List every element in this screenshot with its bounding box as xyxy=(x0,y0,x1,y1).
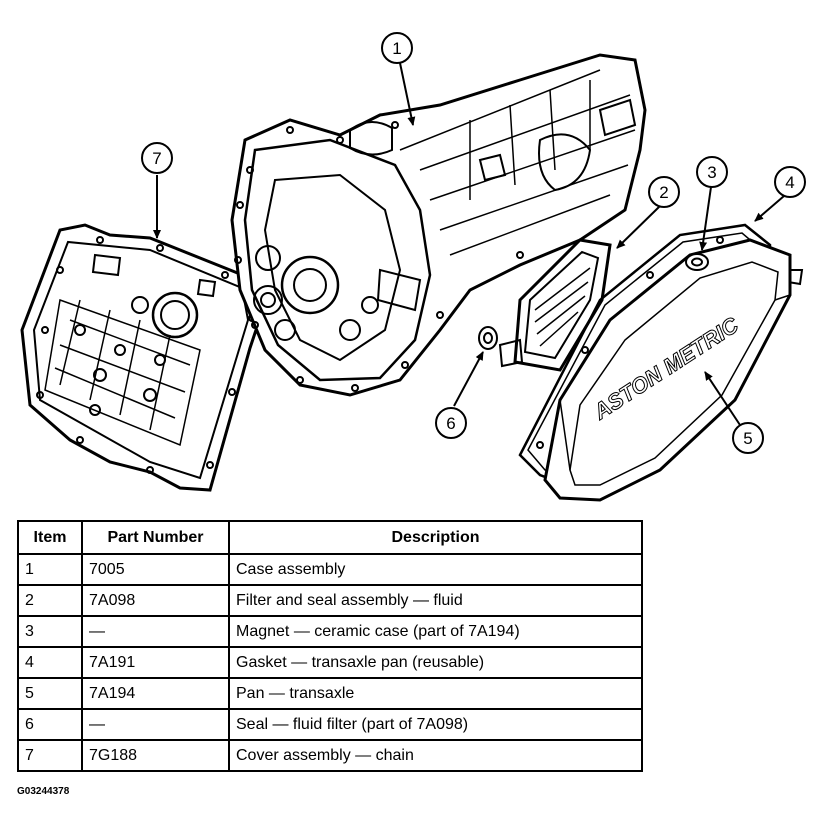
transaxle-pan xyxy=(543,238,792,502)
cell-item: 5 xyxy=(17,677,83,710)
cell-description: Filter and seal assembly — fluid xyxy=(228,584,643,617)
parts-table: Item Part Number Description 1 7005 Case… xyxy=(17,520,643,772)
callout-7: 7 xyxy=(141,142,173,174)
callout-1: 1 xyxy=(381,32,413,64)
cell-item: 3 xyxy=(17,615,83,648)
callout-6-label: 6 xyxy=(446,414,455,433)
callout-2-label: 2 xyxy=(659,183,668,202)
filter-and-seal-assembly xyxy=(498,238,612,372)
callout-3: 3 xyxy=(696,156,728,188)
cell-part-number: — xyxy=(81,708,230,741)
ceramic-case-magnet xyxy=(685,253,709,271)
cell-description: Cover assembly — chain xyxy=(228,739,643,772)
cell-item: 4 xyxy=(17,646,83,679)
callout-4: 4 xyxy=(774,166,806,198)
figure-id: G03244378 xyxy=(17,786,70,797)
callout-6: 6 xyxy=(435,407,467,439)
header-part-number: Part Number xyxy=(81,520,230,555)
callout-7-label: 7 xyxy=(152,149,161,168)
cell-item: 7 xyxy=(17,739,83,772)
cell-part-number: 7G188 xyxy=(81,739,230,772)
case-assembly xyxy=(230,53,647,397)
cell-item: 6 xyxy=(17,708,83,741)
cell-part-number: 7005 xyxy=(81,553,230,586)
table-row: 5 7A194 Pan — transaxle xyxy=(17,677,643,710)
callout-1-label: 1 xyxy=(392,39,401,58)
table-row: 4 7A191 Gasket — transaxle pan (reusable… xyxy=(17,646,643,679)
cell-item: 2 xyxy=(17,584,83,617)
header-description: Description xyxy=(228,520,643,555)
table-header-row: Item Part Number Description xyxy=(17,520,643,555)
table-row: 1 7005 Case assembly xyxy=(17,553,643,586)
table-row: 7 7G188 Cover assembly — chain xyxy=(17,739,643,772)
callout-5-label: 5 xyxy=(743,429,752,448)
exploded-view-diagram: ASTON METRIC 1 2 3 4 5 6 7 xyxy=(20,32,806,502)
header-item: Item xyxy=(17,520,83,555)
cell-part-number: 7A194 xyxy=(81,677,230,710)
callout-2: 2 xyxy=(648,176,680,208)
callout-3-label: 3 xyxy=(707,163,716,182)
cell-item: 1 xyxy=(17,553,83,586)
cell-description: Pan — transaxle xyxy=(228,677,643,710)
cell-description: Gasket — transaxle pan (reusable) xyxy=(228,646,643,679)
cell-description: Magnet — ceramic case (part of 7A194) xyxy=(228,615,643,648)
callout-4-label: 4 xyxy=(785,173,794,192)
fluid-filter-seal xyxy=(478,326,498,350)
cell-description: Case assembly xyxy=(228,553,643,586)
table-row: 2 7A098 Filter and seal assembly — fluid xyxy=(17,584,643,617)
callout-5: 5 xyxy=(732,422,764,454)
cell-part-number: — xyxy=(81,615,230,648)
cell-part-number: 7A098 xyxy=(81,584,230,617)
cell-description: Seal — fluid filter (part of 7A098) xyxy=(228,708,643,741)
cell-part-number: 7A191 xyxy=(81,646,230,679)
table-row: 6 — Seal — fluid filter (part of 7A098) xyxy=(17,708,643,741)
chain-cover-assembly xyxy=(20,223,264,492)
leader-lines xyxy=(153,62,785,426)
table-row: 3 — Magnet — ceramic case (part of 7A194… xyxy=(17,615,643,648)
